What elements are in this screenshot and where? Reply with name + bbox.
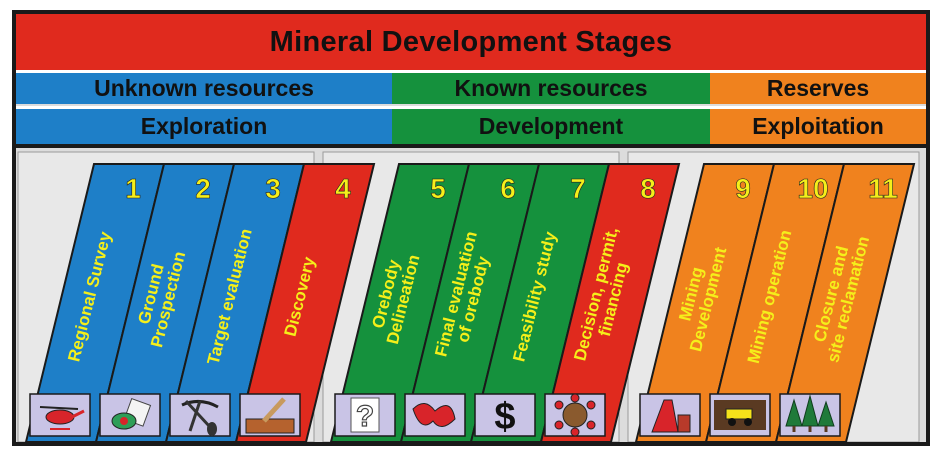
stage-number: 9 bbox=[735, 173, 751, 204]
stage-number: 11 bbox=[868, 173, 898, 204]
stage-band bbox=[774, 163, 916, 442]
stage-number: 4 bbox=[335, 173, 351, 204]
group-resource-label: Unknown resources bbox=[94, 75, 314, 101]
stage-band bbox=[164, 163, 306, 442]
stage-band bbox=[539, 163, 681, 442]
group-known-resources: Known resources bbox=[392, 70, 710, 104]
stage-number: 3 bbox=[265, 173, 281, 204]
pick-shovel-icon bbox=[169, 393, 231, 437]
stage-number: 2 bbox=[195, 173, 211, 204]
headframe-icon bbox=[639, 393, 701, 437]
question-mark-icon: ? bbox=[334, 393, 396, 437]
phase-label: Exploitation bbox=[752, 113, 884, 139]
stage-band bbox=[234, 163, 376, 442]
stage-number: 6 bbox=[500, 173, 516, 204]
svg-text:?: ? bbox=[356, 400, 374, 433]
stage-band bbox=[704, 163, 846, 442]
orebody-shape-icon bbox=[404, 393, 466, 437]
group-reserves: Reserves bbox=[710, 70, 926, 104]
phase-exploitation: Exploitation bbox=[710, 106, 926, 144]
stage-band bbox=[24, 163, 166, 442]
group-resource-label: Known resources bbox=[454, 75, 648, 101]
stage-number: 1 bbox=[125, 173, 141, 204]
mine-truck-icon bbox=[709, 393, 771, 437]
core-sample-icon bbox=[239, 393, 301, 437]
stage-number: 5 bbox=[430, 173, 446, 204]
helicopter-icon bbox=[29, 393, 91, 437]
stage-band bbox=[469, 163, 611, 442]
trees-icon bbox=[779, 393, 841, 437]
stage-number: 10 bbox=[797, 173, 828, 204]
diagram-title: Mineral Development Stages bbox=[16, 14, 926, 70]
stage-band bbox=[399, 163, 541, 442]
group-resource-label: Reserves bbox=[766, 75, 870, 101]
dollar-sign-icon: $ bbox=[474, 393, 536, 438]
compass-map-icon bbox=[99, 393, 161, 437]
diagram-frame: Mineral Development Stages Unknown resou… bbox=[12, 10, 930, 446]
stage-band bbox=[329, 163, 471, 442]
svg-text:$: $ bbox=[494, 396, 515, 438]
phase-label: Exploration bbox=[140, 113, 268, 139]
stage-number: 7 bbox=[570, 173, 586, 204]
divider bbox=[16, 144, 926, 148]
phase-exploration: Exploration bbox=[16, 106, 392, 144]
group-unknown-resources: Unknown resources bbox=[16, 70, 392, 104]
phase-development: Development bbox=[392, 106, 710, 144]
stage-number: 8 bbox=[640, 173, 656, 204]
meeting-table-icon bbox=[544, 393, 606, 437]
stage-band bbox=[634, 163, 776, 442]
stage-band bbox=[94, 163, 236, 442]
phase-label: Development bbox=[478, 113, 624, 139]
